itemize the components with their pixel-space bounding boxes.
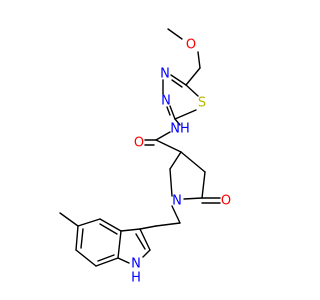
bond-n4-c5-double (171, 79, 183, 88)
thiadiazole-sulfur-label: S (198, 96, 206, 111)
amide-oxygen-label: O (134, 136, 144, 151)
bond-n-c2ring (169, 168, 173, 197)
bond-n1-c7a (117, 257, 130, 264)
bond-c4-c5lactam (201, 171, 206, 199)
bond-ch2-ch2 (155, 222, 181, 227)
methoxy-oxygen-label: O (186, 38, 196, 53)
bond-c4-c5 (77, 218, 101, 227)
thiadiazole-nitrogen-label-upper: N (160, 67, 170, 82)
bond-c6-c7 (75, 249, 97, 267)
bond-c2-n1 (142, 249, 151, 258)
indole-hydrogen-label: H (131, 271, 141, 286)
bond-carbonyl-c3 (155, 139, 182, 153)
bond-c3-c2-double (135, 233, 146, 250)
bond-c2-nh (174, 118, 181, 126)
atom-labels: O S N N NH O N O H N (131, 38, 231, 286)
pyrrolidine-nitrogen-label: N (172, 194, 182, 209)
background (0, 0, 300, 300)
bond-c3-c3a (120, 228, 141, 232)
bond-c7-c7a-double (97, 254, 115, 262)
bond-c2-n3 (169, 105, 176, 120)
bond-o-ch2 (197, 51, 201, 69)
bond-c5lactam-n (183, 197, 203, 200)
bond-c7-c7a (95, 257, 119, 267)
lactam-oxygen-label: O (221, 194, 231, 209)
bond-c5-c6-double (80, 228, 84, 249)
bond-c5-c6 (75, 225, 79, 251)
bond-c2-n3-double (166, 106, 171, 116)
molecule-structure: O S N N NH O N O H N (0, 0, 300, 300)
bonds (59, 28, 221, 267)
bond-c5-s (185, 84, 199, 97)
bond-c3-c2 (139, 228, 151, 251)
amide-nh-label: NH (170, 122, 190, 137)
indole-nitrogen-label: N (131, 257, 141, 272)
bond-ch2-indole-c3 (139, 225, 157, 230)
bond-c7a-c3a (117, 230, 122, 259)
bond-methyl-o (167, 28, 183, 40)
bond-c2ring-c3 (169, 151, 182, 170)
bond-c3a-c4 (99, 218, 122, 232)
bond-c3a-c4-double (99, 223, 118, 235)
thiadiazole-nitrogen-label-lower: N (161, 94, 171, 109)
bond-s-c2 (174, 109, 197, 120)
bond-c5-methyl (59, 212, 79, 227)
bond-c3-c4 (180, 151, 206, 173)
bond-nh-carbonyl (155, 131, 171, 141)
bond-n-ch2 (171, 205, 181, 224)
bond-n4-c5 (170, 74, 187, 86)
bond-ch2-c5 (185, 67, 201, 86)
